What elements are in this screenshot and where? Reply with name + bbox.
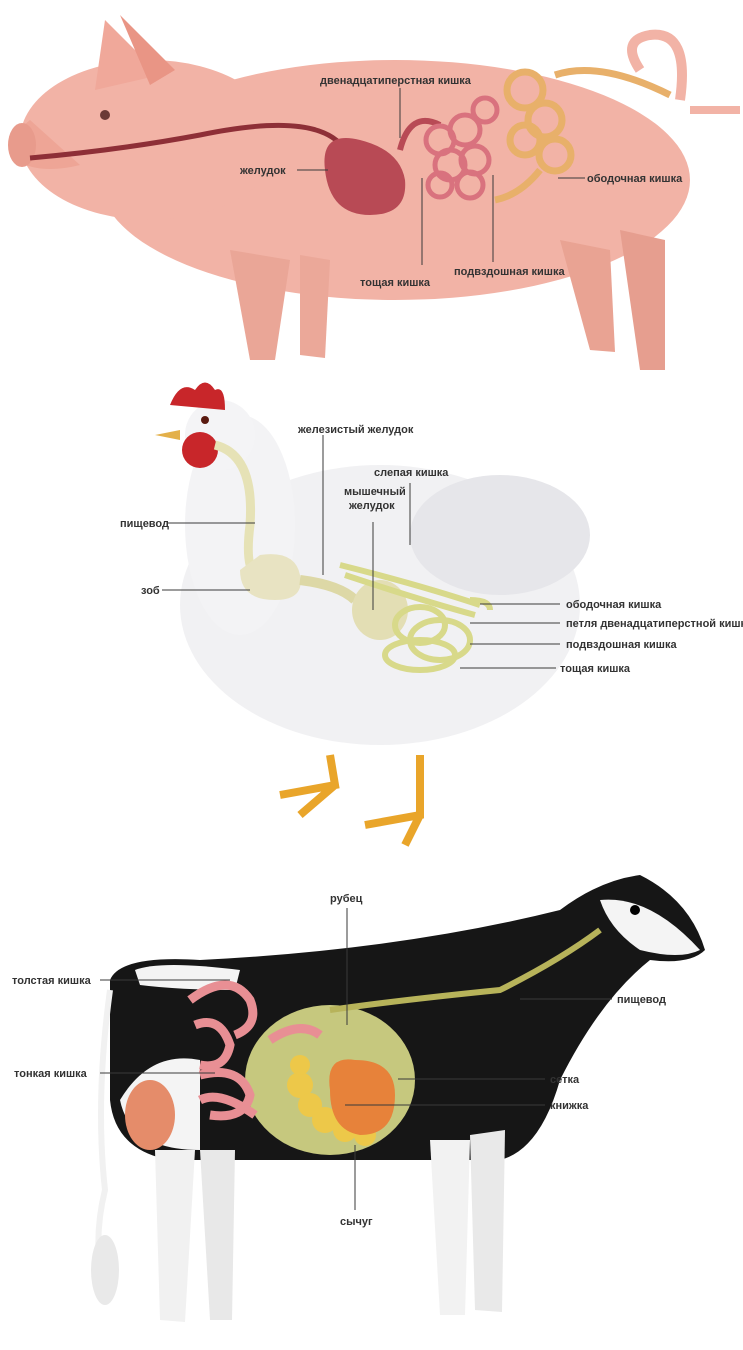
hen-colon-label: ободочная кишка <box>566 599 662 611</box>
cow-rumen-label: рубец <box>330 893 363 905</box>
hen-gizzard-label-line1: мышечный <box>344 486 406 498</box>
cow-diagram: рубец толстая кишка пищевод тонкая кишка… <box>0 850 743 1350</box>
hen-esophagus-label: пищевод <box>120 518 169 530</box>
hen-cecum-label: слепая кишка <box>374 467 449 479</box>
cow-small-intestine-label: тонкая кишка <box>14 1068 88 1080</box>
cow-abomasum-label: сычуг <box>340 1216 373 1228</box>
hen-illustration: железистый желудок слепая кишка мышечный… <box>0 375 743 855</box>
cow-illustration: рубец толстая кишка пищевод тонкая кишка… <box>0 850 743 1350</box>
pig-diagram: желудок двенадцатиперстная кишка тощая к… <box>0 0 743 380</box>
hen-gizzard-label-line2: желудок <box>348 500 395 512</box>
pig-jejunum-label: тощая кишка <box>360 277 431 289</box>
pig-ileum-label: подвздошная кишка <box>454 266 565 278</box>
pig-colon-label: ободочная кишка <box>587 173 683 185</box>
hen-duodenal-loop-label: петля двенадцатиперстной кишки <box>566 618 743 630</box>
cow-large-intestine-label: толстая кишка <box>12 975 92 987</box>
hen-proventriculus-label: железистый желудок <box>297 424 414 436</box>
pig-duodenum-label: двенадцатиперстная кишка <box>320 75 472 87</box>
cow-omasum-label: книжка <box>550 1100 589 1112</box>
pig-stomach-label: желудок <box>239 165 286 177</box>
hen-jejunum-label: тощая кишка <box>560 663 631 675</box>
hen-ileum-label: подвздошная кишка <box>566 639 677 651</box>
hen-crop-label: зоб <box>141 585 160 597</box>
cow-reticulum-label: сетка <box>550 1074 580 1086</box>
pig-illustration: желудок двенадцатиперстная кишка тощая к… <box>0 0 743 380</box>
hen-diagram: железистый желудок слепая кишка мышечный… <box>0 375 743 855</box>
cow-esophagus-label: пищевод <box>617 994 666 1006</box>
